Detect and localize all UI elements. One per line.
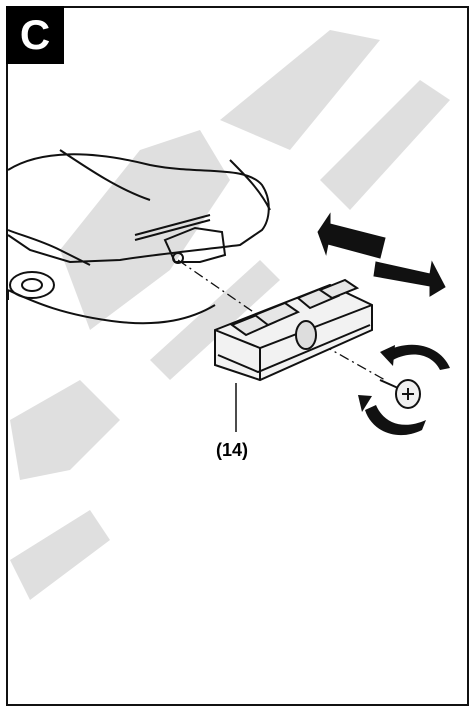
arrow-right-icon bbox=[373, 260, 446, 297]
section-letter-badge: C bbox=[6, 6, 64, 64]
rotate-screw-icon bbox=[358, 344, 450, 436]
figure-frame bbox=[6, 6, 469, 706]
arrow-left-icon bbox=[317, 212, 386, 259]
screw bbox=[379, 379, 421, 409]
device-housing bbox=[7, 149, 271, 325]
watermark bbox=[10, 30, 450, 600]
mounting-bracket-part-14 bbox=[214, 278, 373, 382]
part-label-14: (14) bbox=[216, 440, 249, 460]
section-letter: C bbox=[19, 11, 51, 58]
